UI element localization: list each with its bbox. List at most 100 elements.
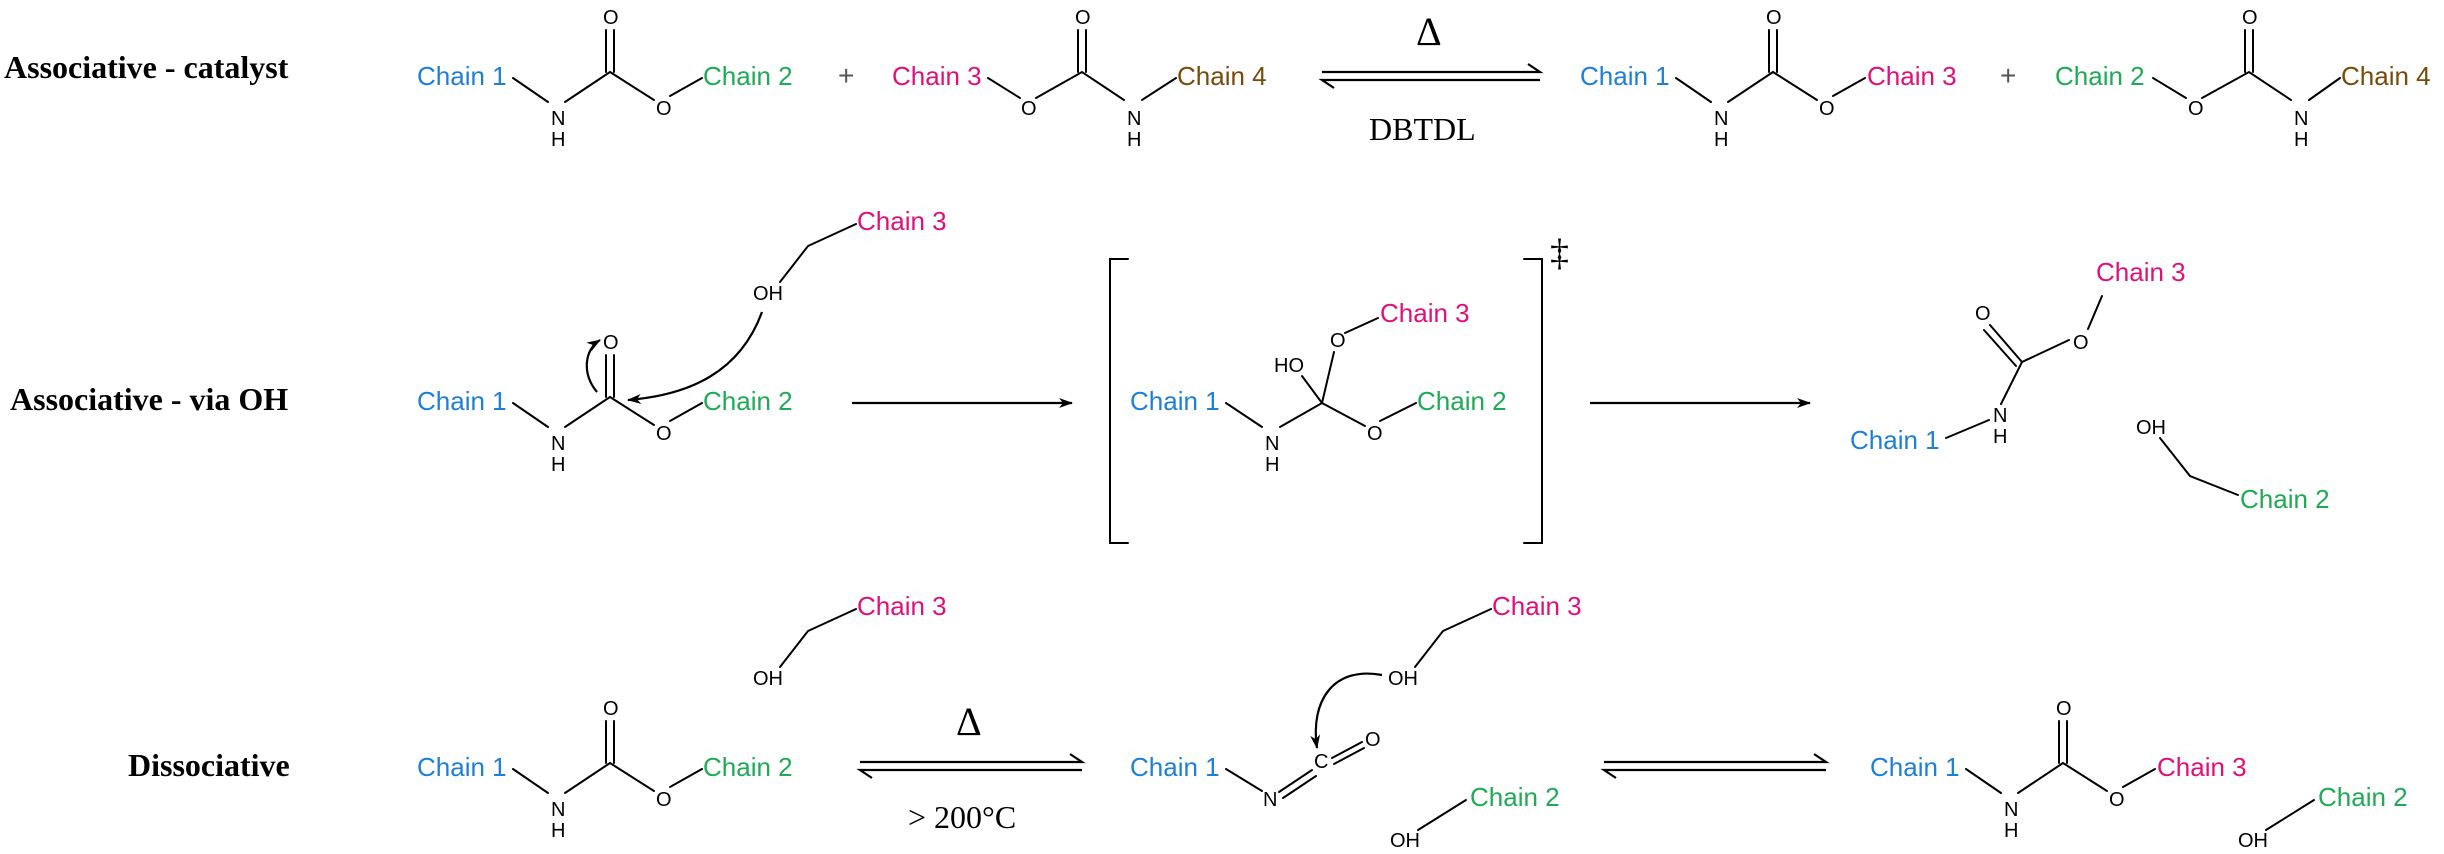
carbamate-1-2: Chain 1 N H O O Chain 2 — [417, 332, 793, 476]
carbonyl-oxygen: O — [2242, 7, 2258, 29]
nitrogen-atom: N — [551, 108, 565, 130]
chain-2-label: Chain 2 — [2318, 782, 2408, 812]
plus-sign: + — [2000, 60, 2016, 91]
hydrogen-atom: H — [551, 820, 565, 842]
ester-oxygen: O — [656, 98, 672, 120]
carbonyl-oxygen: O — [1975, 303, 1991, 325]
chain-3-label: Chain 3 — [2096, 257, 2186, 287]
nitrogen-atom: N — [2004, 799, 2018, 821]
alcohol-chain-2: OH Chain 2 — [2136, 417, 2330, 514]
ester-oxygen: O — [656, 423, 672, 445]
carbamate-1-2: Chain 1 N H O O Chain 2 — [417, 7, 793, 151]
chain-2-label: Chain 2 — [2055, 61, 2145, 91]
hydrogen-atom: H — [551, 454, 565, 476]
isocyanate-bonds — [1225, 741, 1365, 799]
hydrogen-atom: H — [1265, 454, 1279, 476]
nitrogen-atom: N — [551, 799, 565, 821]
intermediate-bonds — [1225, 317, 1417, 428]
carbamate-bonds — [512, 29, 703, 103]
carbamate-2-4: Chain 2 O O N H Chain 4 — [2055, 7, 2431, 151]
oxygen-atom: O — [1330, 330, 1346, 352]
chain-3-label: Chain 3 — [1380, 298, 1470, 328]
chain-3-label: Chain 3 — [857, 591, 947, 621]
chain-4-label: Chain 4 — [2341, 61, 2431, 91]
equilibrium-arrows-catalyst — [1318, 63, 1544, 89]
ester-oxygen: O — [1367, 423, 1383, 445]
chain-3-label: Chain 3 — [892, 61, 982, 91]
electron-push-arrow — [585, 339, 601, 393]
right-bracket — [1523, 258, 1543, 544]
chain-4-label: Chain 4 — [1177, 61, 1267, 91]
heat-symbol: Δ — [956, 699, 982, 744]
carbamate-bonds — [2152, 29, 2341, 101]
chain-1-label: Chain 1 — [1870, 752, 1960, 782]
row-label-associative-oh: Associative - via OH — [10, 381, 288, 417]
alcohol-bonds — [2265, 799, 2315, 831]
carbonyl-oxygen: O — [2056, 698, 2072, 720]
hydrogen-atom: H — [1714, 129, 1728, 151]
plus-sign: + — [838, 60, 854, 91]
hydroxyl-label: OH — [2136, 417, 2166, 439]
chain-3-label: Chain 3 — [857, 206, 947, 236]
nucleophilic-attack-arrow — [627, 311, 764, 404]
hydroxyl-label: OH — [753, 668, 783, 690]
carbon-atom: C — [1314, 751, 1328, 773]
chain-1-label: Chain 1 — [1130, 386, 1220, 416]
tetrahedral-intermediate: Chain 1 HO O Chain 3 N H O Chain 2 — [1130, 298, 1507, 476]
row-label-dissociative: Dissociative — [128, 747, 290, 783]
carbonyl-oxygen: O — [603, 698, 619, 720]
alcohol-chain-3: OH Chain 3 — [753, 591, 947, 690]
transition-state-symbol: ‡ — [1550, 232, 1569, 274]
hydroxyl-label: OH — [753, 283, 783, 305]
alcohol-bonds — [779, 223, 857, 283]
carbamate-bonds — [987, 29, 1177, 101]
chain-1-label: Chain 1 — [417, 386, 507, 416]
isocyanate: Chain 1 N C O — [1130, 729, 1381, 811]
chain-2-label: Chain 2 — [2240, 484, 2330, 514]
chain-1-label: Chain 1 — [417, 61, 507, 91]
chain-2-label: Chain 2 — [703, 386, 793, 416]
carbamate-1-2: Chain 1 N H O O Chain 2 — [417, 698, 793, 842]
oxygen-atom: O — [1365, 729, 1381, 751]
transition-state-bracket: ‡ — [1109, 232, 1569, 544]
heat-symbol: Δ — [1416, 9, 1442, 54]
carbonyl-oxygen: O — [1075, 7, 1091, 29]
hydrogen-atom: H — [2004, 820, 2018, 842]
hydroxyl-label: HO — [1274, 355, 1304, 377]
ester-oxygen: O — [2073, 332, 2089, 354]
left-bracket — [1109, 258, 1129, 544]
carbamate-bonds — [512, 354, 703, 428]
alcohol-chain-2: OH Chain 2 — [2238, 782, 2408, 852]
ester-oxygen: O — [1021, 98, 1037, 120]
ester-oxygen: O — [1819, 98, 1835, 120]
carbamate-1-3-product: Chain 1 N H O O Chain 3 — [1870, 698, 2247, 842]
nucleophilic-attack-arrow — [1310, 672, 1383, 749]
carbamate-bonds — [1675, 29, 1866, 103]
chain-2-label: Chain 2 — [1470, 782, 1560, 812]
alcohol-chain-2: OH Chain 2 — [1390, 782, 1560, 852]
carbamate-bonds — [512, 720, 703, 794]
alcohol-bonds — [1417, 799, 1467, 831]
hydrogen-atom: H — [1127, 129, 1141, 151]
chain-1-label: Chain 1 — [1850, 425, 1940, 455]
carbonyl-oxygen: O — [603, 332, 619, 354]
chain-1-label: Chain 1 — [1130, 752, 1220, 782]
hydroxyl-label: OH — [1388, 668, 1418, 690]
hydrogen-atom: H — [1993, 426, 2007, 448]
hydroxyl-label: OH — [1390, 830, 1420, 852]
alcohol-bonds — [2159, 437, 2239, 496]
nitrogen-atom: N — [1127, 108, 1141, 130]
ester-oxygen: O — [2188, 98, 2204, 120]
carbamate-bonds — [1965, 720, 2156, 794]
carbonyl-oxygen: O — [1766, 7, 1782, 29]
chain-3-label: Chain 3 — [1492, 591, 1582, 621]
chain-2-label: Chain 2 — [1417, 386, 1507, 416]
alcohol-chain-3-attacking: OH Chain 3 — [1388, 591, 1582, 690]
ester-oxygen: O — [2109, 789, 2125, 811]
carbamate-1-3-product: Chain 1 N H O O Chain 3 — [1850, 257, 2186, 455]
ester-oxygen: O — [656, 789, 672, 811]
equilibrium-arrows-dissociation — [856, 753, 1086, 779]
nitrogen-atom: N — [1263, 789, 1277, 811]
chain-1-label: Chain 1 — [417, 752, 507, 782]
